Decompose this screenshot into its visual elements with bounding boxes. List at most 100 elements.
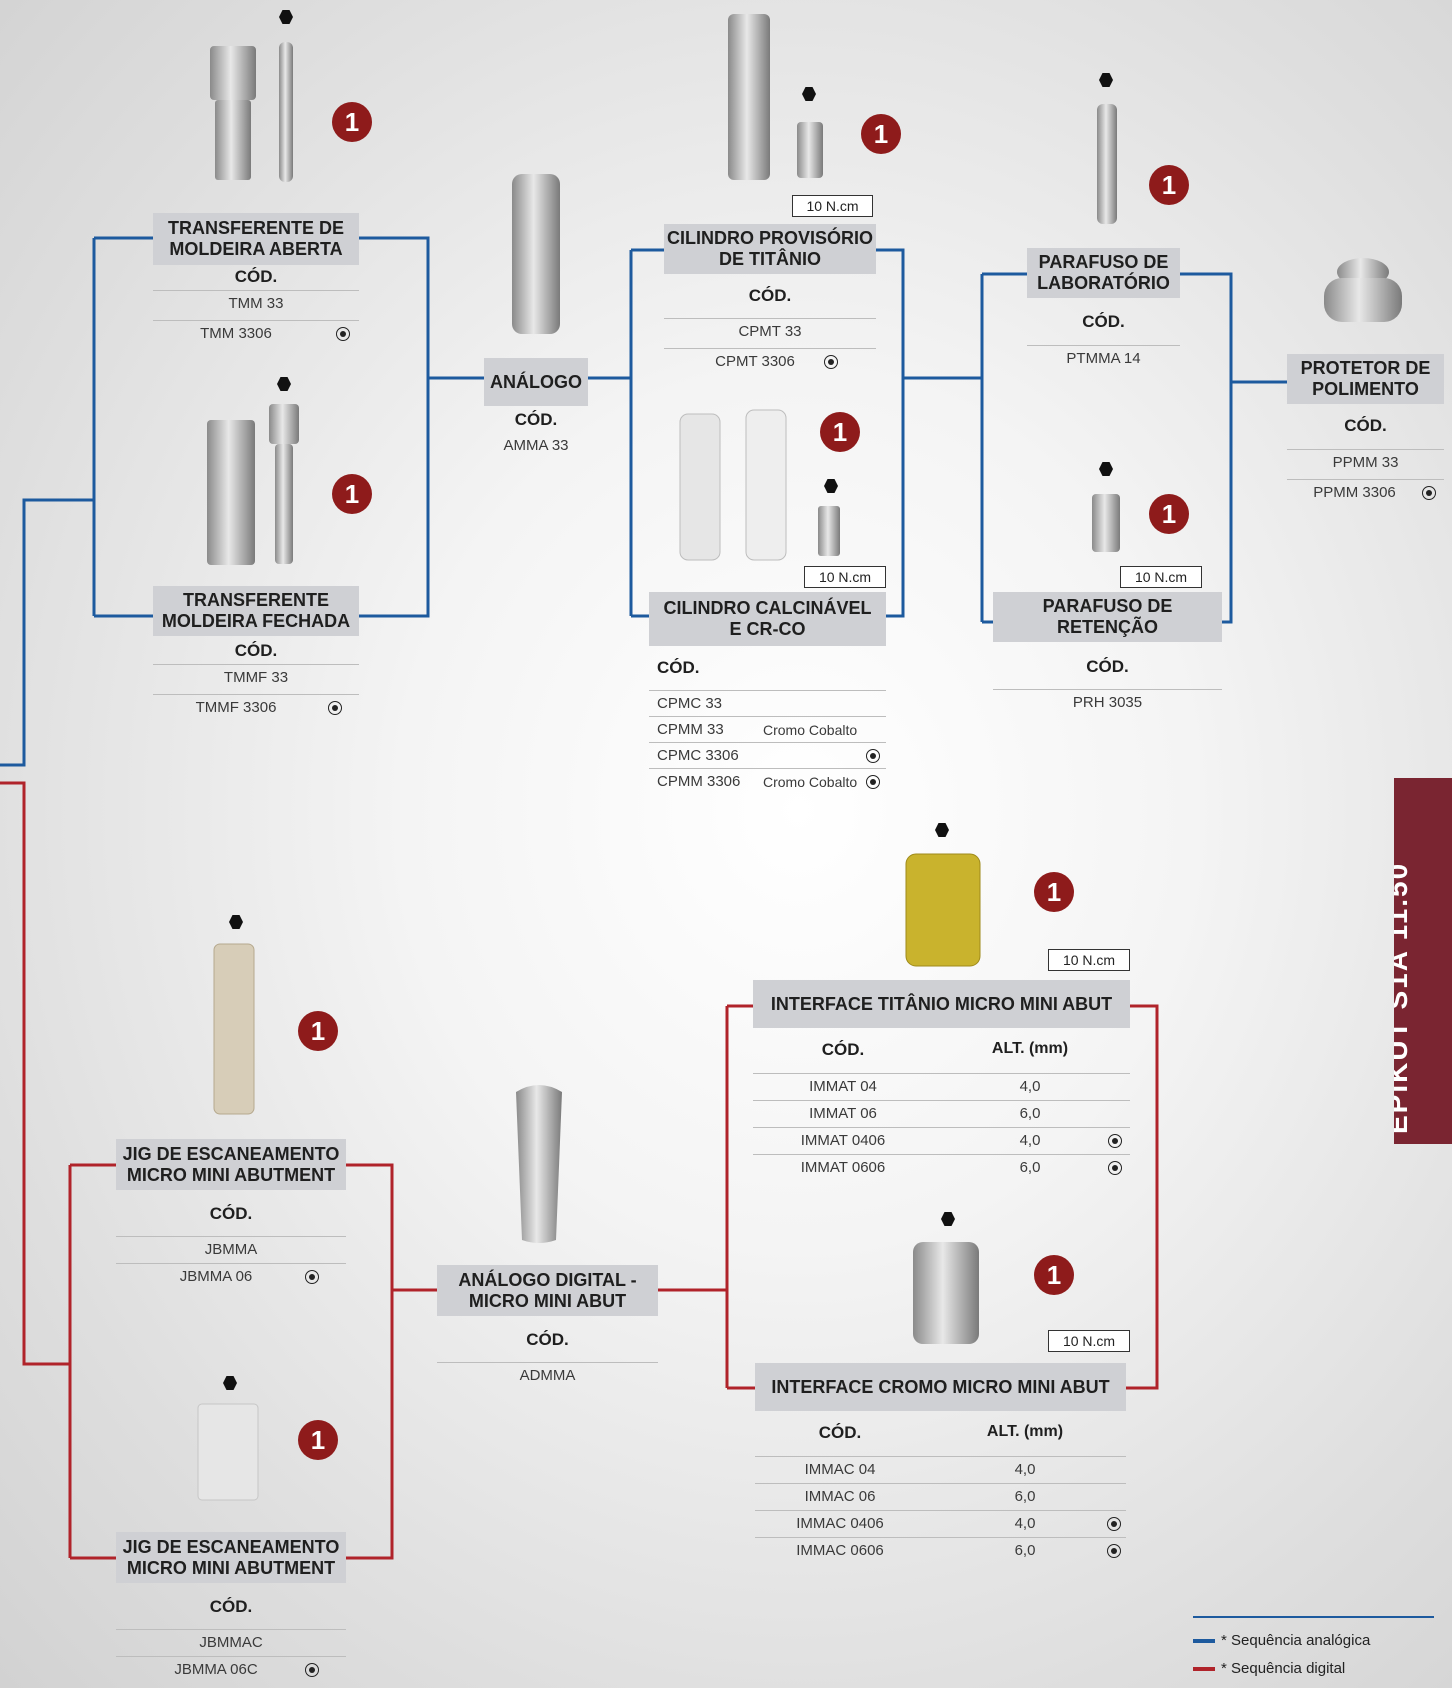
pl-cod-label: CÓD. — [1082, 312, 1125, 331]
torque-label: 10 N.cm — [1048, 1330, 1130, 1352]
iti-alt-label: ALT. (mm) — [991, 1040, 1069, 1057]
transfer-open-tray-image — [210, 42, 293, 182]
analogo-cod-label: CÓD. — [514, 410, 558, 429]
torque-label: 10 N.cm — [1120, 566, 1202, 588]
hex-screw-icon — [229, 915, 243, 929]
hex-screw-icon — [1099, 73, 1113, 87]
scan-jig-chrome-image — [197, 1403, 259, 1501]
hex-connection-icon — [328, 701, 342, 715]
analog-image — [512, 174, 560, 334]
step-badge-icon: 1 — [1149, 165, 1189, 205]
hex-connection-icon — [824, 355, 838, 369]
torque-label: 10 N.cm — [804, 566, 886, 588]
torque-label: 10 N.cm — [1048, 949, 1130, 971]
tma-cod-label: CÓD. — [234, 267, 278, 286]
table-row: TMM 3306 — [153, 320, 359, 347]
step-badge-icon: 1 — [332, 474, 372, 514]
table-row: CPMT 3306 — [664, 348, 876, 375]
tmf-cod-label: CÓD. — [234, 641, 278, 660]
hex-screw-icon — [824, 479, 838, 493]
table-row: PPMM 33 — [1287, 449, 1444, 476]
retention-screw-image — [1092, 494, 1120, 552]
analogo-title: ANÁLOGO — [484, 358, 588, 406]
step-badge-icon: 1 — [332, 102, 372, 142]
table-row: JBMMAC — [116, 1629, 346, 1656]
pp-cod-label: CÓD. — [1344, 416, 1387, 435]
polishing-protector-image — [1324, 258, 1402, 322]
digital-analog-image — [516, 1085, 562, 1243]
hex-screw-icon — [802, 87, 816, 101]
pr-cod-label: CÓD. — [1086, 657, 1129, 676]
jig2-cod-label: CÓD. — [209, 1597, 253, 1616]
table-row: AMMA 33 — [503, 437, 569, 454]
hex-connection-icon — [866, 775, 880, 789]
table-row: PPMM 3306 — [1287, 479, 1444, 506]
table-row: ADMMA — [437, 1362, 658, 1389]
step-badge-icon: 1 — [1034, 1255, 1074, 1295]
icr-alt-label: ALT. (mm) — [986, 1423, 1064, 1440]
hex-screw-icon — [941, 1212, 955, 1226]
chrome-interface-image — [913, 1242, 979, 1344]
legend-digital: * Sequência digital — [1193, 1660, 1345, 1677]
castable-cylinder-image — [679, 409, 840, 561]
table-row: CPMC 33 — [649, 690, 886, 717]
jig1-cod-label: CÓD. — [209, 1204, 253, 1223]
hex-connection-icon — [1107, 1544, 1121, 1558]
table-row: JBMMA 06 — [116, 1263, 346, 1290]
cpt-cod-label: CÓD. — [748, 286, 792, 305]
table-row: TMMF 33 — [153, 664, 359, 691]
table-row: TMM 33 — [153, 290, 359, 317]
lab-screw-image — [1097, 104, 1117, 224]
hex-connection-icon — [1108, 1134, 1122, 1148]
hex-connection-icon — [305, 1270, 319, 1284]
side-tab[interactable]: EPIKUT S1A 11.50 — [1394, 778, 1452, 1144]
hex-screw-icon — [935, 823, 949, 837]
legend-divider — [1193, 1616, 1434, 1618]
hex-connection-icon — [866, 749, 880, 763]
digital-swatch — [1193, 1667, 1215, 1672]
step-badge-icon: 1 — [1149, 494, 1189, 534]
adig-cod-label: CÓD. — [526, 1330, 569, 1349]
table-row: CPMC 3306 — [649, 742, 886, 769]
table-row: JBMMA — [116, 1236, 346, 1263]
legend-analog: * Sequência analógica — [1193, 1632, 1370, 1649]
table-row: PRH 3035 — [993, 689, 1222, 716]
titanium-interface-image — [905, 853, 981, 967]
hex-screw-icon — [279, 10, 293, 24]
step-badge-icon: 1 — [1034, 872, 1074, 912]
step-badge-icon: 1 — [298, 1420, 338, 1460]
step-badge-icon: 1 — [820, 412, 860, 452]
icr-title: INTERFACE CROMO MICRO MINI ABUT — [755, 1363, 1126, 1411]
provisional-cylinder-image — [728, 14, 823, 180]
hex-connection-icon — [1422, 486, 1436, 500]
hex-connection-icon — [336, 327, 350, 341]
step-badge-icon: 1 — [298, 1011, 338, 1051]
torque-label: 10 N.cm — [792, 195, 873, 217]
scan-jig-image — [213, 943, 255, 1115]
analog-swatch — [1193, 1639, 1215, 1644]
cc-cod-label: CÓD. — [657, 658, 700, 677]
table-row: PTMMA 14 — [1027, 345, 1180, 372]
hex-screw-icon — [277, 377, 291, 391]
hex-screw-icon — [223, 1376, 237, 1390]
transfer-closed-tray-image — [207, 404, 299, 565]
hex-connection-icon — [1107, 1517, 1121, 1531]
iti-cod-label: CÓD. — [821, 1040, 865, 1059]
